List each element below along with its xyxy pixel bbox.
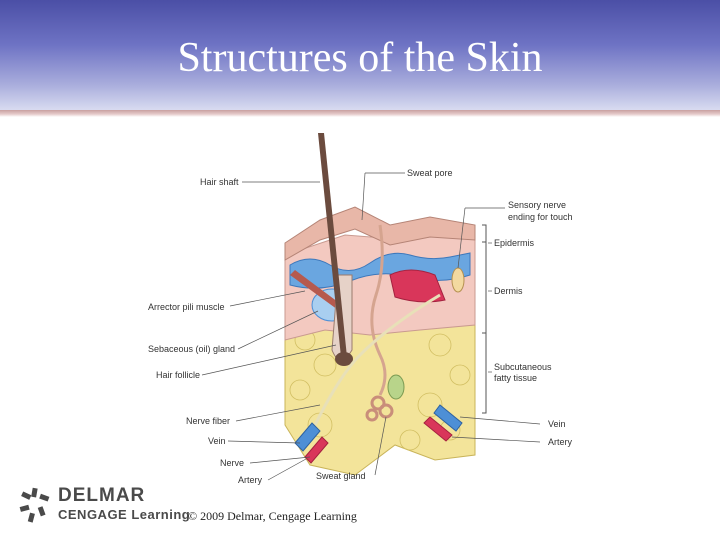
label-arrector: Arrector pili muscle: [148, 302, 225, 312]
label-subcut-1: Subcutaneous: [494, 362, 552, 372]
copyright-text: © 2009 Delmar, Cengage Learning: [188, 509, 357, 524]
touch-receptor: [452, 268, 464, 292]
skin-diagram: Hair shaft Sweat pore Sensory nerve endi…: [140, 125, 590, 495]
label-sweat-gland: Sweat gland: [316, 471, 366, 481]
label-epidermis: Epidermis: [494, 238, 535, 248]
layer-brackets: [482, 225, 486, 413]
title-underline: [0, 110, 720, 117]
label-sebaceous: Sebaceous (oil) gland: [148, 344, 235, 354]
label-vein-right: Vein: [548, 419, 566, 429]
slide-title: Structures of the Skin: [0, 32, 720, 84]
label-hair-shaft: Hair shaft: [200, 177, 239, 187]
logo-word-delmar: DELMAR: [58, 485, 145, 507]
delmar-logo: DELMAR CENGAGE Learning: [18, 486, 188, 526]
label-artery-left: Artery: [238, 475, 263, 485]
label-subcut-2: fatty tissue: [494, 373, 537, 383]
label-hair-follicle: Hair follicle: [156, 370, 200, 380]
label-vein-left: Vein: [208, 436, 226, 446]
label-nerve-fiber: Nerve fiber: [186, 416, 230, 426]
logo-word-cengage: CENGAGE Learning: [58, 507, 190, 522]
gland-green: [388, 375, 404, 399]
label-artery-right: Artery: [548, 437, 573, 447]
label-sensory-nerve-2: ending for touch: [508, 212, 573, 222]
label-sweat-pore: Sweat pore: [407, 168, 453, 178]
label-nerve: Nerve: [220, 458, 244, 468]
logo-pinwheel-icon: [18, 486, 52, 524]
label-dermis: Dermis: [494, 286, 523, 296]
label-sensory-nerve-1: Sensory nerve: [508, 200, 566, 210]
